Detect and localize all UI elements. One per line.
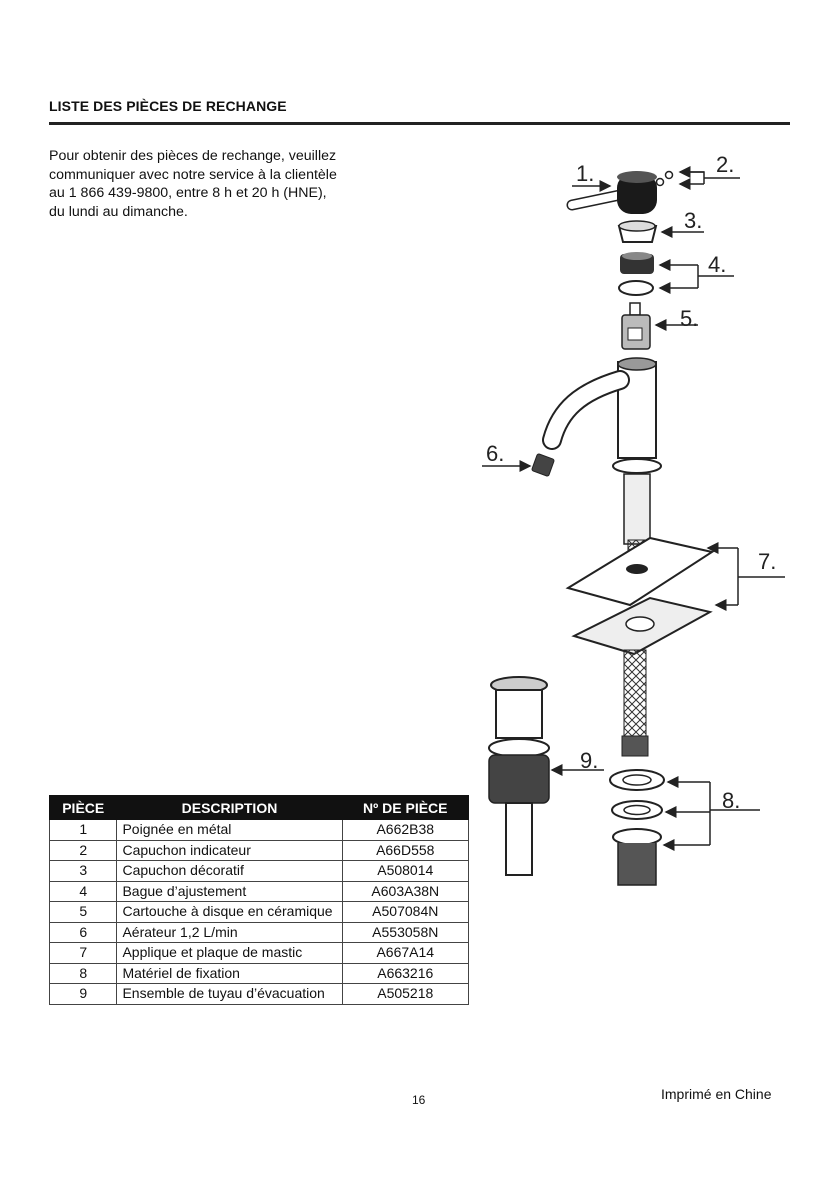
table-row: 5 Cartouche à disque en céramique A50708…: [48, 901, 470, 923]
cell-piece: 8: [48, 962, 118, 984]
cell-description: Ensemble de tuyau d’évacuation: [116, 983, 343, 1005]
cell-description: Bague d’ajustement: [116, 880, 343, 902]
table-row: 2 Capuchon indicateur A66D558: [48, 839, 470, 861]
callout-8: 8.: [722, 788, 740, 813]
table-row: 3 Capuchon décoratif A508014: [48, 860, 470, 882]
aerator-part: [531, 453, 555, 477]
cell-piece: 4: [48, 880, 118, 902]
section-title: LISTE DES PIÈCES DE RECHANGE: [49, 98, 287, 114]
page-number: 16: [412, 1093, 426, 1107]
cell-part-number: A603A38N: [341, 880, 470, 902]
intro-line: du lundi au dimanche.: [49, 203, 188, 220]
faucet-body: [542, 357, 662, 581]
handle-part: [566, 171, 657, 214]
parts-table: PIÈCE DESCRIPTION Nº DE PIÈCE 1 Poignée …: [48, 795, 470, 1005]
supply-hoses: [621, 649, 649, 757]
intro-line: au 1 866 439-9800, entre 8 h et 20 h (HN…: [49, 185, 327, 202]
header-piece: PIÈCE: [48, 795, 118, 820]
deck-plate-part: [565, 536, 715, 656]
intro-line: communiquer avec notre service à la clie…: [49, 166, 337, 183]
callout-5: 5.: [680, 306, 698, 331]
callout-3: 3.: [684, 208, 702, 233]
table-row: 7 Applique et plaque de mastic A667A14: [48, 942, 470, 964]
cell-description: Aérateur 1,2 L/min: [116, 921, 343, 943]
cell-description: Matériel de fixation: [116, 962, 343, 984]
cell-piece: 6: [48, 921, 118, 943]
cell-part-number: A505218: [341, 983, 470, 1005]
cell-part-number: A662B38: [341, 819, 470, 841]
cell-part-number: A663216: [341, 962, 470, 984]
indicator-cap-part: [655, 170, 674, 187]
table-row: 1 Poignée en métal A662B38: [48, 819, 470, 841]
cell-piece: 2: [48, 839, 118, 861]
cell-piece: 3: [48, 860, 118, 882]
callout-2: 2.: [716, 152, 734, 177]
cell-piece: 7: [48, 942, 118, 964]
callout-9: 9.: [580, 748, 598, 773]
printed-in-note: Imprimé en Chine: [661, 1086, 772, 1102]
intro-line: Pour obtenir des pièces de rechange, veu…: [49, 148, 337, 164]
cell-description: Applique et plaque de mastic: [116, 942, 343, 964]
cell-part-number: A667A14: [341, 942, 470, 964]
table-row: 8 Matériel de fixation A663216: [48, 962, 470, 984]
cell-description: Cartouche à disque en céramique: [116, 901, 343, 923]
title-divider: [49, 122, 790, 125]
adjusting-ring-part: [618, 252, 654, 296]
cell-part-number: A508014: [341, 860, 470, 882]
table-header-row: PIÈCE DESCRIPTION Nº DE PIÈCE: [48, 795, 470, 820]
table-row: 6 Aérateur 1,2 L/min A553058N: [48, 921, 470, 943]
cell-part-number: A507084N: [341, 901, 470, 923]
mounting-hardware-part: [609, 769, 665, 886]
cell-piece: 1: [48, 819, 118, 841]
exploded-faucet-diagram: 1. 2. 3. 4. 5. 6. 7. 8. 9.: [482, 152, 785, 886]
callout-7: 7.: [758, 549, 776, 574]
table-row: 9 Ensemble de tuyau d’évacuation A505218: [48, 983, 470, 1005]
callout-4: 4.: [708, 252, 726, 277]
cell-piece: 9: [48, 983, 118, 1005]
cartridge-part: [621, 302, 651, 350]
cell-description: Poignée en métal: [116, 819, 343, 841]
cell-part-number: A553058N: [341, 921, 470, 943]
cell-description: Capuchon décoratif: [116, 860, 343, 882]
header-description: DESCRIPTION: [116, 795, 343, 820]
drain-part: [488, 676, 550, 876]
callout-1: 1.: [576, 161, 594, 186]
header-part-number: Nº DE PIÈCE: [341, 795, 470, 820]
cell-part-number: A66D558: [341, 839, 470, 861]
intro-paragraph: Pour obtenir des pièces de rechange, veu…: [49, 147, 394, 221]
cell-piece: 5: [48, 901, 118, 923]
cell-description: Capuchon indicateur: [116, 839, 343, 861]
leader-lines: [482, 166, 785, 851]
table-row: 4 Bague d’ajustement A603A38N: [48, 880, 470, 902]
callout-6: 6.: [486, 441, 504, 466]
decorative-cap-part: [617, 220, 658, 243]
